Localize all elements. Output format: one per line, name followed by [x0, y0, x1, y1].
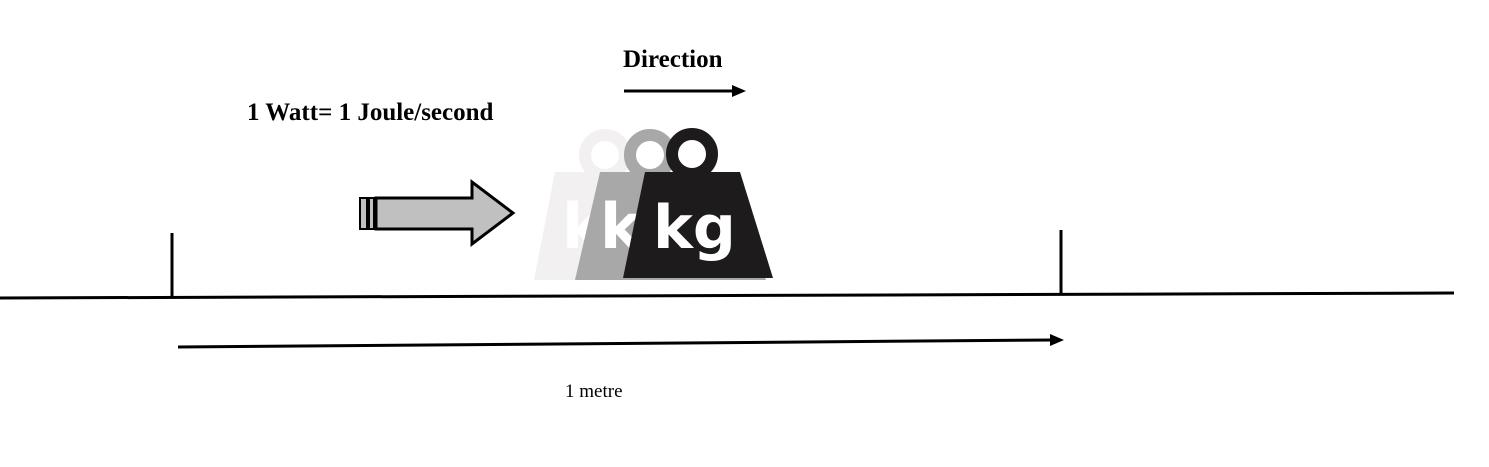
- kg-weight-label: kg: [653, 193, 736, 263]
- distance-arrow: [177, 334, 1064, 349]
- direction-label: Direction: [623, 46, 723, 73]
- direction-arrow: [624, 85, 746, 97]
- power-definition-label: 1 Watt= 1 Joule/second: [247, 99, 494, 126]
- ground-line: [0, 291, 1455, 300]
- distance-label: 1 metre: [565, 381, 623, 402]
- force-arrow-icon: [359, 178, 516, 248]
- kg-weight-icon: kg: [623, 128, 773, 278]
